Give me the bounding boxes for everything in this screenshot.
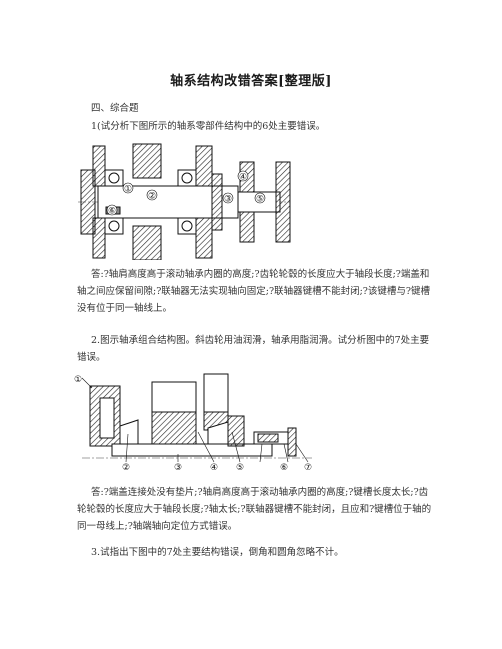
- fig1-label-4: ④: [239, 173, 247, 183]
- fig1-label-6: ⑥: [108, 207, 116, 217]
- fig1-label-1: ①: [124, 185, 132, 195]
- figure-2-bearing-assembly: ① ② ③ ④ ⑤ ⑥ ⑦: [72, 372, 322, 472]
- q2-answer: 答:?端盖连接处没有垫片;?轴肩高度高于滚动轴承内圈的高度;?键槽长度太长;?齿…: [77, 487, 432, 532]
- document-title: 轴系结构改错答案[整理版]: [170, 74, 332, 89]
- fig2-label-1: ①: [74, 375, 82, 385]
- q2-prompt: 2.图示轴承组合结构图。斜齿轮用油润滑，轴承用脂润滑。试分析图中的7处主要错误。: [77, 335, 430, 363]
- section-heading: 四、综合题: [91, 103, 139, 114]
- figure-1-shaft-assembly: ① ② ③ ④ ⑤ ⑥: [78, 140, 293, 260]
- q1-prompt: 1(试分析下图所示的轴系零部件结构中的6处主要错误。: [91, 121, 326, 132]
- fig2-label-6: ⑥: [280, 463, 288, 472]
- fig1-label-2: ②: [148, 192, 156, 202]
- fig2-label-4: ④: [210, 463, 218, 472]
- q3-prompt: 3.试指出下图中的7处主要结构错误，倒角和圆角忽略不计。: [91, 547, 344, 558]
- fig2-label-3: ③: [174, 463, 182, 472]
- fig2-label-7: ⑦: [304, 463, 312, 472]
- fig1-label-3: ③: [224, 195, 232, 205]
- fig1-label-5: ⑤: [256, 195, 264, 205]
- fig2-label-5: ⑤: [236, 463, 244, 472]
- q1-answer: 答:?轴肩高度高于滚动轴承内圈的高度;?齿轮轮毂的长度应大于轴段长度;?端盖和轴…: [77, 269, 430, 314]
- fig2-label-2: ②: [122, 463, 130, 472]
